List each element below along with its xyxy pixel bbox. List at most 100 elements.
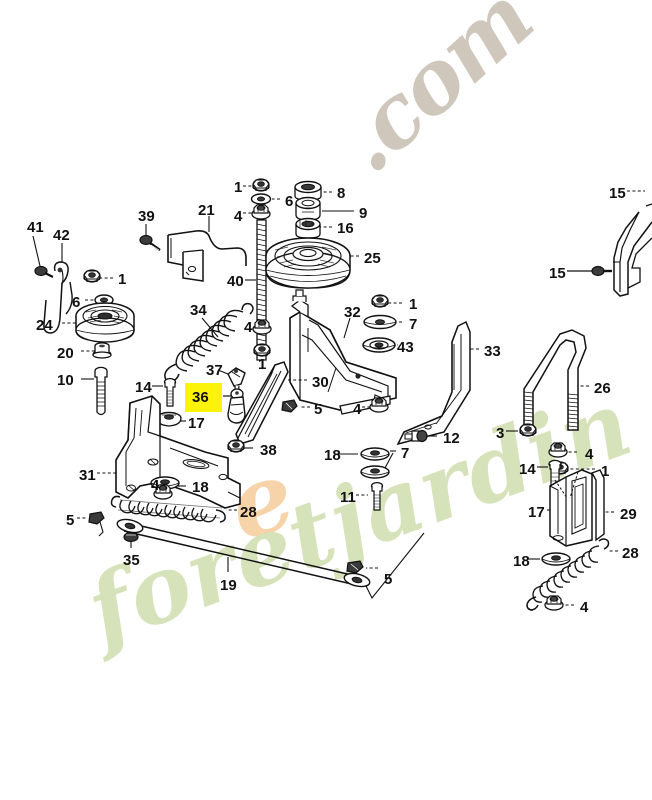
part-4-nut-spring-right xyxy=(544,595,574,611)
callout-4-f: 4 xyxy=(580,599,589,616)
callout-33: 33 xyxy=(484,343,501,360)
callout-4-a: 4 xyxy=(234,208,243,225)
part-28-spring-right xyxy=(526,538,618,611)
callout-32: 32 xyxy=(344,304,361,321)
part-31-deck-bracket xyxy=(97,395,241,509)
callout-35: 35 xyxy=(123,552,140,569)
part-7-washer-mid xyxy=(363,314,402,330)
callout-43: 43 xyxy=(397,339,414,356)
callout-6-a: 6 xyxy=(285,193,294,210)
part-3-nut xyxy=(506,423,537,437)
callout-9: 9 xyxy=(359,205,368,222)
callout-7-a: 7 xyxy=(409,316,418,333)
part-19-tie-rod xyxy=(116,518,425,600)
callout-20: 20 xyxy=(57,345,74,362)
callout-7-b: 7 xyxy=(401,445,410,462)
callout-1-e: 1 xyxy=(601,463,610,480)
callout-3: 3 xyxy=(496,425,505,442)
part-28-spring-left xyxy=(110,495,237,523)
part-42-rod-hook xyxy=(43,243,73,334)
callout-1-c: 1 xyxy=(258,356,267,373)
callout-21: 21 xyxy=(198,202,215,219)
part-1-nut-top xyxy=(243,178,270,192)
callout-16: 16 xyxy=(337,220,354,237)
part-20-spacer xyxy=(81,342,112,359)
part-21-control-rod xyxy=(167,216,247,282)
callout-17-a: 17 xyxy=(188,415,205,432)
callout-18-a: 18 xyxy=(324,447,341,464)
callout-11: 11 xyxy=(340,489,356,506)
callout-12: 12 xyxy=(443,430,460,447)
callout-40: 40 xyxy=(227,273,244,290)
part-35-nut xyxy=(123,531,139,548)
part-30-link-arm xyxy=(235,361,307,445)
callout-24: 24 xyxy=(36,317,53,334)
part-4-nut-ubolt xyxy=(548,442,577,458)
callout-5-c: 5 xyxy=(384,571,393,588)
callout-34: 34 xyxy=(190,302,207,319)
callout-26: 26 xyxy=(594,380,611,397)
part-26-u-bolt xyxy=(523,329,589,431)
part-15-rod-assembly xyxy=(613,203,652,297)
callout-37: 37 xyxy=(206,362,223,379)
part-6-washer-top xyxy=(250,193,280,205)
part-5-clip-left xyxy=(77,511,105,537)
part-16-bearing-lower xyxy=(295,217,332,239)
part-17-washer-left xyxy=(156,411,186,427)
callout-8: 8 xyxy=(337,185,346,202)
callout-14-a: 14 xyxy=(135,379,152,396)
part-4-nut-lower xyxy=(252,319,272,335)
part-40-threaded-rod xyxy=(245,219,267,361)
part-29-support-arm xyxy=(549,469,614,547)
callout-4-e: 4 xyxy=(585,446,594,463)
part-12-bolt xyxy=(404,429,437,443)
callout-28-b: 28 xyxy=(622,545,639,562)
callout-41: 41 xyxy=(27,219,44,236)
callout-28-a: 28 xyxy=(240,504,257,521)
callout-18-c: 18 xyxy=(513,553,530,570)
part-1-nut-left xyxy=(83,269,113,283)
part-18-washer-mid xyxy=(338,447,390,461)
part-43-bushing xyxy=(362,337,398,353)
callout-38: 38 xyxy=(260,442,277,459)
part-11-bolt xyxy=(356,481,384,511)
callout-6-b: 6 xyxy=(72,294,81,311)
callout-25: 25 xyxy=(364,250,381,267)
callout-10: 10 xyxy=(57,372,74,389)
callout-18-b: 18 xyxy=(192,479,209,496)
callout-1-b: 1 xyxy=(118,271,127,288)
callout-1-d: 1 xyxy=(409,296,418,313)
part-5-clip-mid xyxy=(281,399,310,413)
part-36-highlight-box xyxy=(185,383,222,412)
callout-39: 39 xyxy=(138,208,155,225)
callout-29: 29 xyxy=(620,506,637,523)
part-5-clip-right xyxy=(346,560,378,574)
part-39-screw xyxy=(139,224,162,251)
callout-19: 19 xyxy=(220,577,237,594)
callout-15-b: 15 xyxy=(549,265,566,282)
part-33-support-plate xyxy=(396,320,479,446)
part-1-nut-right xyxy=(551,461,595,475)
callout-4-c: 4 xyxy=(353,401,362,418)
part-24-idler-pulley xyxy=(62,302,135,343)
callout-5-a: 5 xyxy=(314,401,323,418)
part-41-screw xyxy=(32,235,54,278)
callout-17-b: 17 xyxy=(528,504,545,521)
callout-1-a: 1 xyxy=(234,179,243,196)
part-25-drive-pulley xyxy=(265,237,359,289)
callout-31: 31 xyxy=(79,467,96,484)
part-14-bolt-left xyxy=(152,377,177,407)
callout-4-d: 4 xyxy=(151,477,160,494)
callout-14-b: 14 xyxy=(519,461,536,478)
part-4-nut-bracket xyxy=(362,397,389,413)
part-38-nut xyxy=(227,439,253,453)
part-4-nut-bracket-lower xyxy=(153,484,173,500)
part-7-washer-lower xyxy=(360,450,396,479)
callout-15-a: 15 xyxy=(609,185,626,202)
callout-4-b: 4 xyxy=(244,319,253,336)
callout-42: 42 xyxy=(53,227,70,244)
part-9-collar xyxy=(295,196,354,221)
part-4-nut-top xyxy=(243,204,271,220)
